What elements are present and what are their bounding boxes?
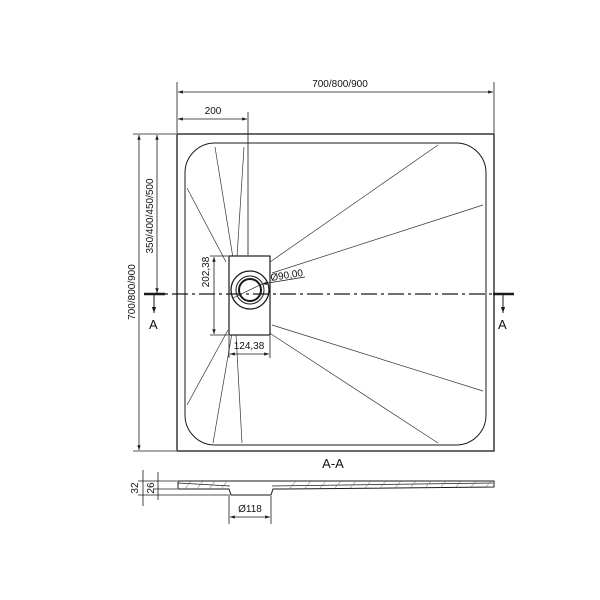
slope-lines [186, 144, 484, 444]
section-height-inner-label: 26 [146, 482, 157, 494]
section-title: A-A [322, 456, 344, 471]
cross-section-view [177, 480, 495, 496]
drain-diameter-leader [261, 276, 306, 285]
section-marker-left: A [149, 317, 158, 332]
overall-height-label: 700/800/900 [127, 264, 138, 320]
drain-box [228, 255, 271, 336]
drain-box-height-label: 202,38 [201, 256, 212, 287]
section-marker-right: A [498, 317, 507, 332]
tray-outline [176, 133, 495, 452]
section-drain-diameter-label: Ø118 [238, 504, 262, 515]
drain-offset-x-label: 200 [205, 106, 222, 117]
drain-diameter-leader-2 [232, 283, 263, 299]
drain-box-width-label: 124,38 [234, 341, 265, 352]
section-height-total-label: 32 [130, 482, 141, 494]
overall-width-label: 700/800/900 [312, 79, 368, 90]
drain-grate [238, 278, 262, 302]
drain-inner-circle [235, 275, 265, 305]
drain-outer-circle [230, 270, 270, 310]
drain-diameter-label: Ø90,00 [270, 268, 305, 284]
drain-offset-y-label: 350/400/450/500 [145, 178, 156, 254]
